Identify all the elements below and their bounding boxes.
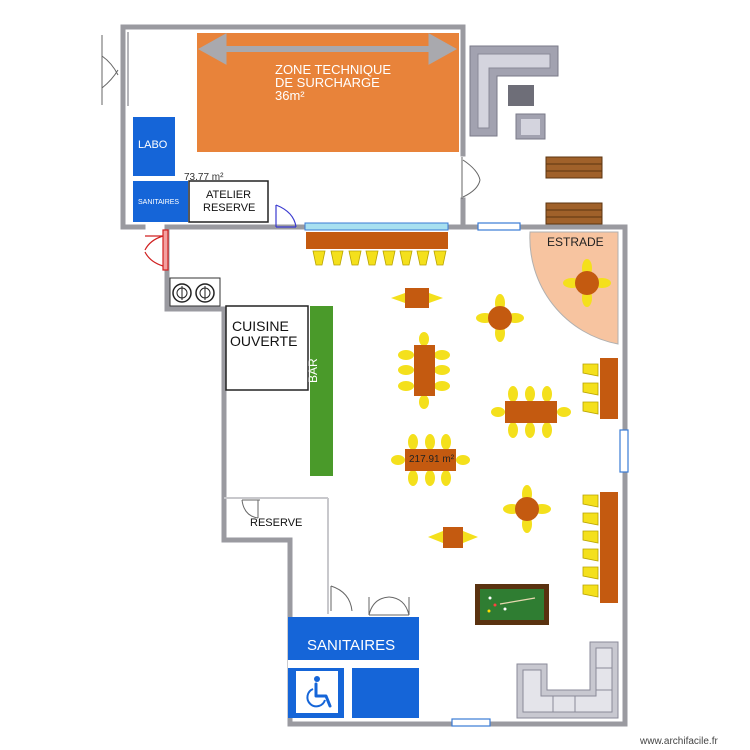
long-table-horizontal	[391, 434, 470, 486]
door-swing-icon	[275, 204, 297, 228]
open-kitchen	[225, 305, 309, 391]
sanitaires-small-room	[133, 181, 188, 222]
labo-label: LABO	[138, 139, 168, 151]
door-swing-icon	[368, 596, 410, 616]
door-swing-icon	[101, 35, 119, 105]
high-table	[306, 232, 448, 249]
outdoor-bench	[545, 202, 603, 225]
round-table	[503, 485, 551, 533]
atelier-reserve-room	[188, 180, 269, 223]
labo-room	[133, 117, 175, 176]
technical-zone-area: 36m²	[275, 88, 305, 103]
wheelchair-icon	[306, 676, 332, 708]
outdoor-table	[508, 85, 534, 106]
bar-counter	[310, 306, 333, 476]
double-arrow-icon	[197, 33, 458, 65]
stool-row	[312, 250, 447, 266]
outdoor-bench	[545, 156, 603, 179]
main-area-label: 217.91 m²	[409, 454, 455, 465]
cuisine-label-line2: OUVERTE	[230, 333, 298, 349]
watermark: www.archifacile.fr	[640, 736, 718, 747]
window	[477, 222, 521, 231]
estrade-label: ESTRADE	[547, 235, 604, 249]
window	[451, 718, 491, 727]
outdoor-armchair	[515, 113, 546, 140]
upper-area-label: 73.77 m²	[184, 172, 224, 183]
door-swing-icon	[241, 499, 260, 519]
walls	[120, 24, 628, 727]
square-table	[391, 288, 443, 308]
window	[304, 222, 449, 231]
door-swing-icon	[144, 229, 169, 271]
long-table-horizontal	[491, 386, 571, 438]
reserve-label: RESERVE	[250, 517, 303, 529]
billiard-table	[475, 584, 549, 625]
technical-zone-title-line2: DE SURCHARGE	[275, 75, 380, 90]
technical-zone	[197, 33, 459, 152]
square-table	[428, 527, 478, 548]
sanitaires-small-label: SANITAIRES	[138, 199, 180, 206]
cooktop-burner-icon	[169, 277, 221, 307]
wall-high-table	[582, 358, 618, 419]
atelier-label-line2: RESERVE	[203, 202, 256, 214]
door-swing-icon	[461, 157, 481, 199]
sanitaires-divider-v	[344, 660, 352, 718]
lounge-sofa	[516, 641, 619, 719]
technical-zone-title-line1: ZONE TECHNIQUE	[275, 62, 392, 77]
round-table	[476, 294, 524, 342]
round-table	[563, 259, 611, 307]
door-swing-icon	[330, 585, 353, 612]
sanitaires-divider-h	[288, 660, 419, 668]
outdoor-sofa	[469, 45, 559, 137]
sanitaires-label: SANITAIRES	[307, 637, 396, 654]
long-table-vertical	[398, 332, 450, 409]
cuisine-label-line1: CUISINE	[232, 318, 289, 334]
wall-high-table	[582, 492, 618, 603]
bar-label: BAR	[306, 358, 320, 383]
atelier-label-line1: ATELIER	[206, 189, 252, 201]
window	[619, 429, 629, 473]
estrade-platform	[529, 231, 619, 345]
